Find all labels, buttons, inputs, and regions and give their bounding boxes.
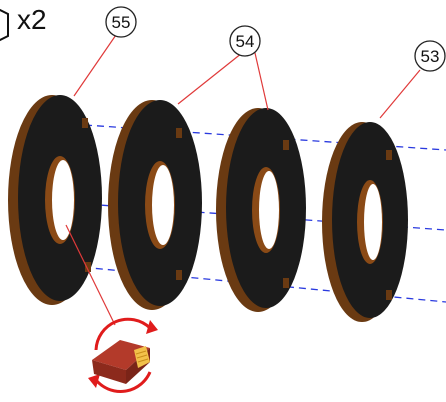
ring-53: [322, 122, 408, 322]
leader-lines: [65, 31, 421, 326]
leader-54a: [177, 52, 243, 105]
leader-53: [379, 69, 421, 119]
callout-53: 53: [414, 40, 446, 72]
callout-53-label: 53: [421, 47, 440, 66]
callout-55: 55: [105, 6, 137, 38]
ring-54a: [108, 100, 202, 310]
leader-54b: [254, 52, 269, 111]
ring-54b: [216, 108, 306, 312]
ring-55: [8, 95, 102, 305]
leader-detail: [65, 224, 116, 326]
callout-55-label: 55: [112, 13, 131, 32]
callout-54-label: 54: [236, 32, 255, 51]
callout-54: 54: [229, 25, 261, 57]
hex-nut-icon: [0, 8, 9, 42]
quantity-label: x2: [17, 4, 47, 35]
rotate-orient-icon: [88, 317, 158, 393]
leader-55: [73, 31, 119, 97]
